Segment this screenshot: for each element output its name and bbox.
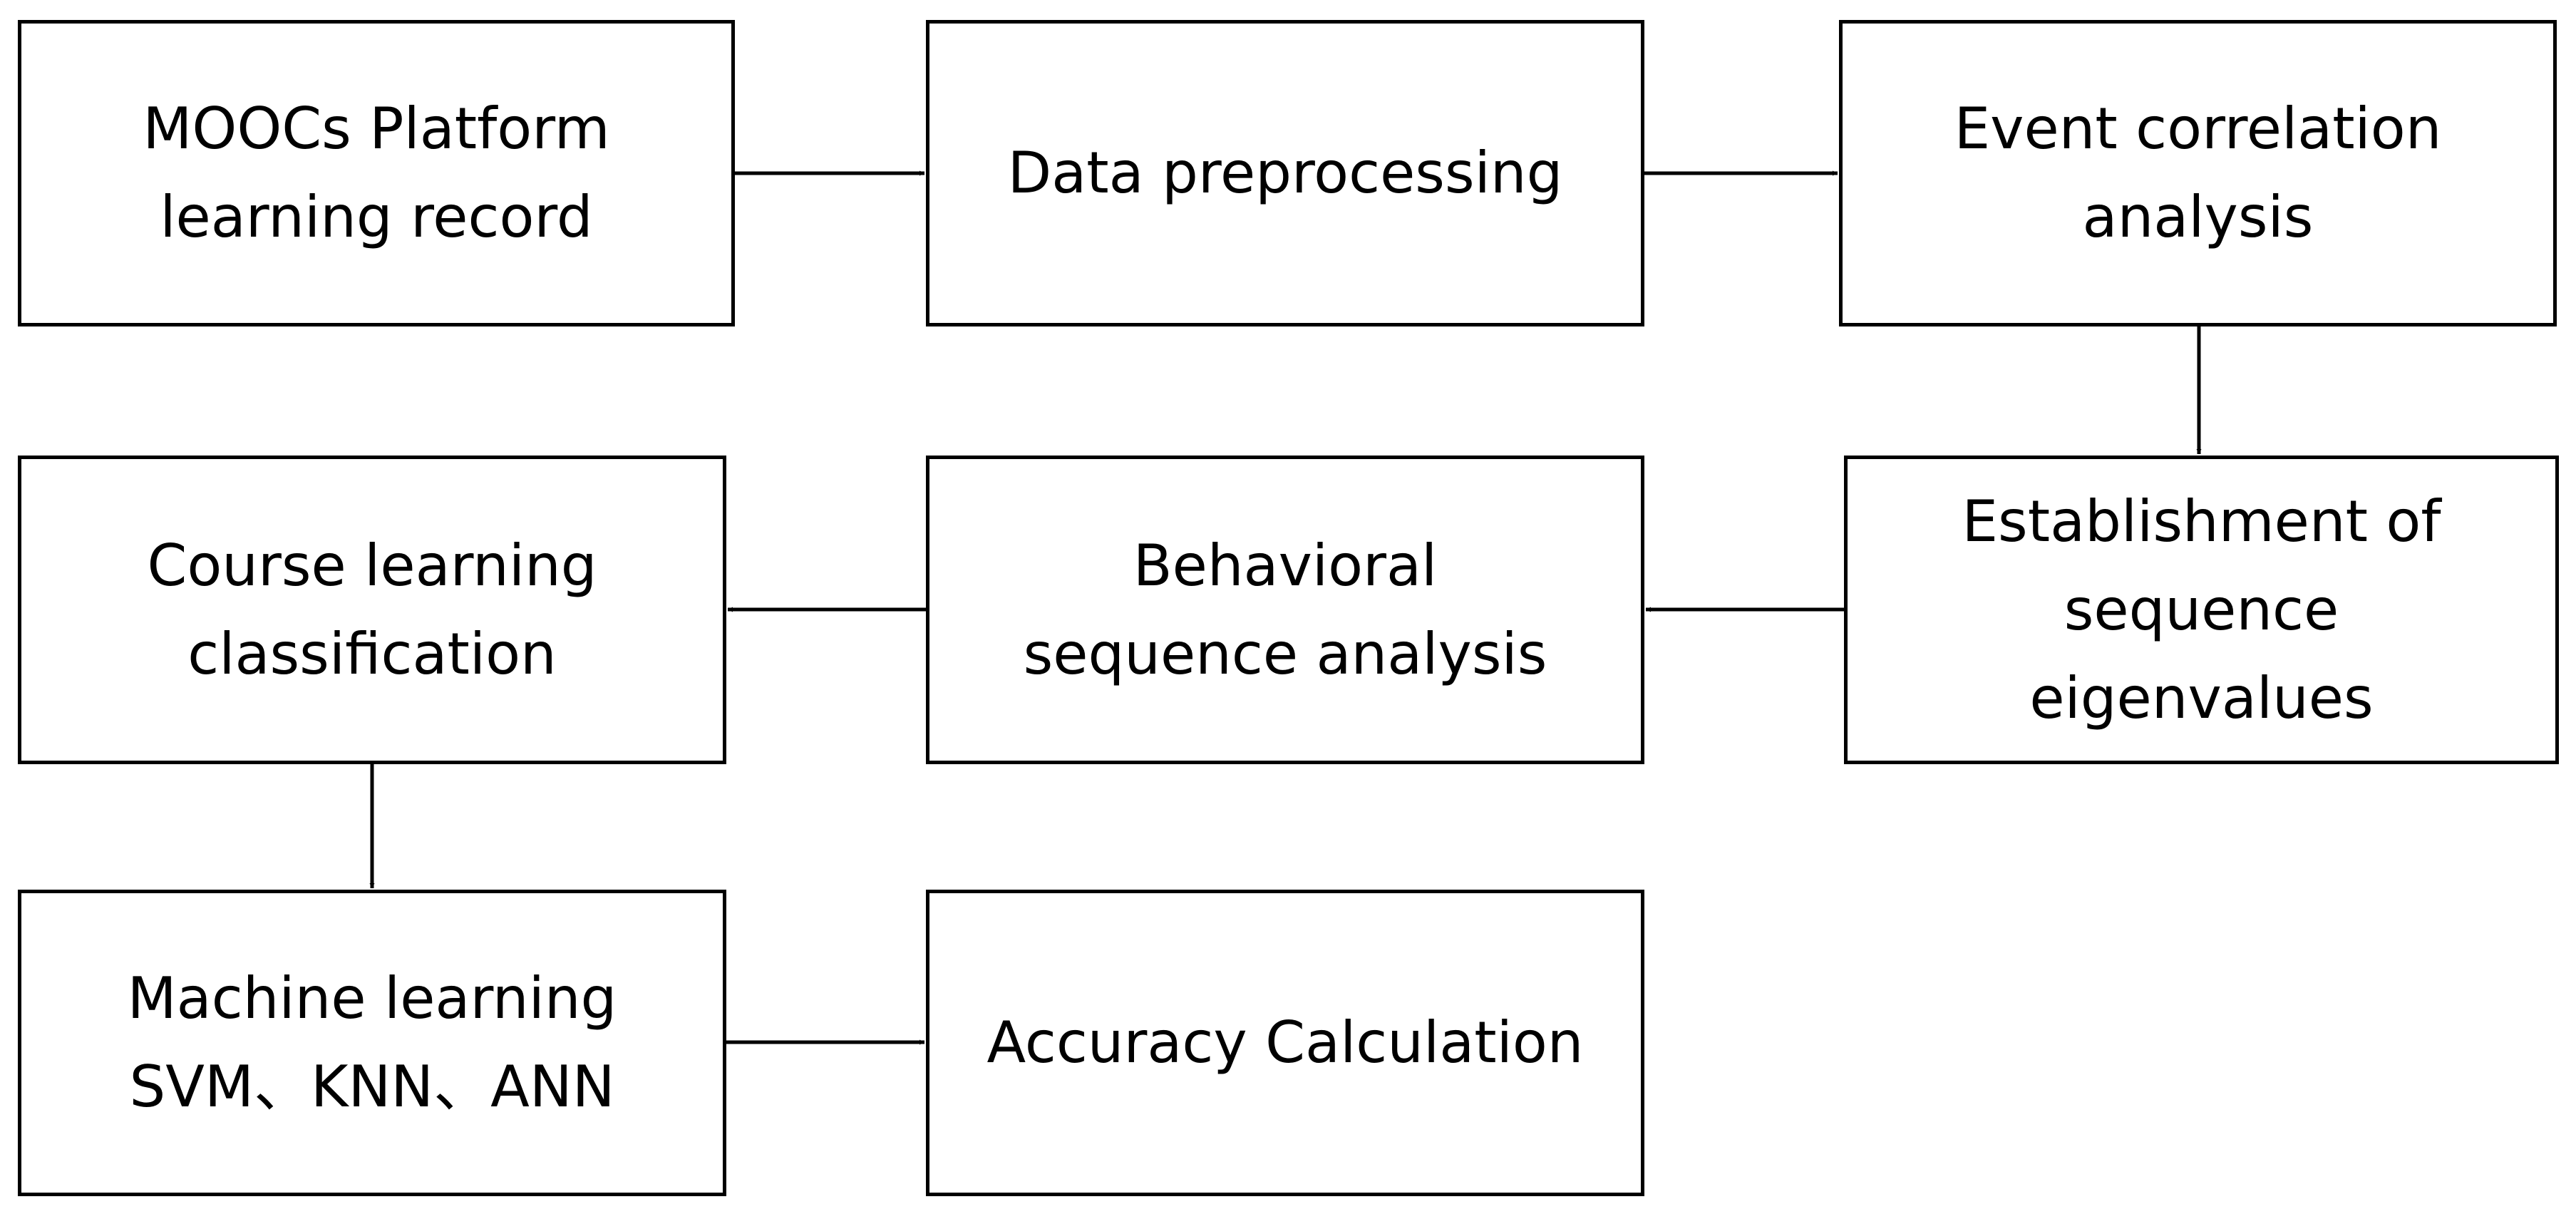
node-accuracy-calculation: Accuracy Calculation (926, 890, 1644, 1196)
node-label-line: MOOCs Platform (143, 96, 610, 162)
node-label-line: sequence analysis (1023, 620, 1547, 687)
node-label-line: Accuracy Calculation (986, 1009, 1584, 1076)
node-data-preprocessing: Data preprocessing (926, 20, 1644, 326)
node-label-line: analysis (2082, 184, 2314, 250)
node-machine-learning: Machine learning SVM、KNN、ANN (18, 890, 726, 1196)
node-label-line: SVM、KNN、ANN (129, 1054, 615, 1120)
node-behavioral-sequence: Behavioral sequence analysis (926, 456, 1644, 764)
node-label-line: Establishment of (1962, 488, 2441, 555)
node-label-line: Behavioral (1133, 532, 1438, 599)
node-label-line: learning record (160, 184, 593, 250)
node-label-line: Machine learning (127, 965, 617, 1032)
node-mooc-record: MOOCs Platform learning record (18, 20, 735, 326)
node-course-classification: Course learning classification (18, 456, 726, 764)
node-event-correlation: Event correlation analysis (1839, 20, 2557, 326)
node-label-line: sequence (2064, 576, 2339, 643)
node-label-line: Data preprocessing (1007, 140, 1563, 206)
node-label-line: Course learning (147, 532, 597, 599)
node-label-line: eigenvalues (2029, 664, 2374, 731)
node-sequence-eigenvalues: Establishment of sequence eigenvalues (1844, 456, 2559, 764)
node-label-line: Event correlation (1954, 96, 2442, 162)
node-label-line: classification (187, 620, 557, 687)
